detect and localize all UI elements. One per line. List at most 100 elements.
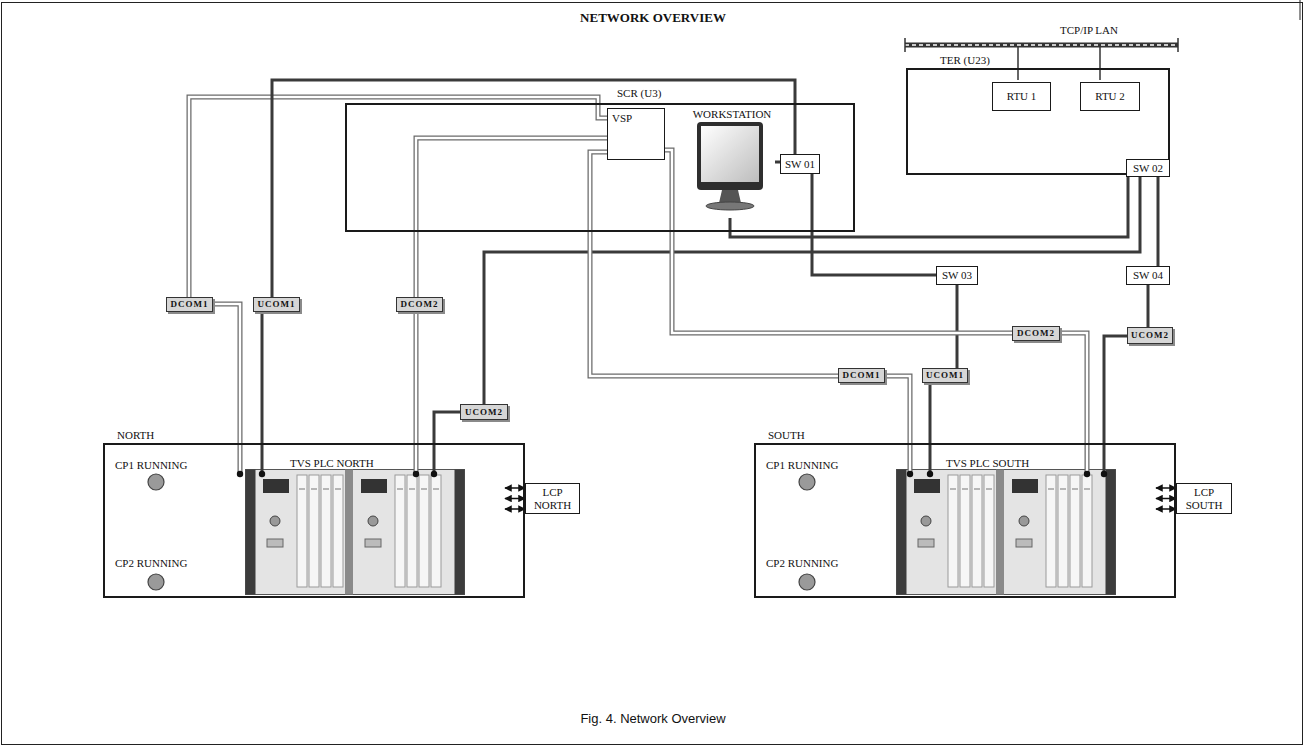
switch-box: SW 04 xyxy=(1126,266,1170,285)
network-link xyxy=(1104,336,1127,443)
network-link xyxy=(730,177,1128,237)
node-label: RTU 1 xyxy=(1007,90,1037,103)
network-link-line xyxy=(812,174,936,275)
node-label: SW 03 xyxy=(942,269,972,282)
room-box: SOUTHCP1 RUNNINGCP2 RUNNINGTVS PLC SOUTH xyxy=(754,443,1176,598)
network-link xyxy=(262,312,263,443)
com-module: DCOM2 xyxy=(1012,326,1060,341)
room-box: SCR (U3)VSPWORKSTATIONSW 01 xyxy=(345,103,855,232)
node-label: NORTH xyxy=(117,429,154,442)
panel-box: LCP NORTH xyxy=(525,483,580,514)
frame-tick xyxy=(1300,0,1301,20)
rtu-box: RTU 2 xyxy=(1080,82,1140,111)
node-label: DCOM1 xyxy=(843,370,881,381)
terminal-stub xyxy=(237,441,1107,477)
io-arrow xyxy=(1156,487,1176,489)
double-link-inner xyxy=(416,138,607,297)
switch-box: SW 01 xyxy=(780,154,820,174)
node-label: WORKSTATION xyxy=(689,108,775,121)
node-label: UCOM2 xyxy=(465,407,503,418)
node-text: CP1 RUNNING xyxy=(115,459,187,472)
double-link xyxy=(590,152,838,376)
com-module: DCOM1 xyxy=(838,368,885,383)
node-label: DCOM2 xyxy=(401,299,439,310)
plc-rack xyxy=(246,470,1116,595)
network-link xyxy=(812,174,936,275)
node-label: TER (U23) xyxy=(940,54,990,67)
network-link xyxy=(434,412,460,443)
rtu-box: RTU 1 xyxy=(992,82,1051,111)
double-link xyxy=(665,150,1012,333)
double-link-outer xyxy=(590,152,838,376)
network-link xyxy=(930,383,931,443)
io-arrow xyxy=(1156,508,1176,510)
io-arrow xyxy=(505,498,525,500)
com-module: UCOM1 xyxy=(922,368,968,383)
double-link-inner xyxy=(590,152,838,376)
node-label: SOUTH xyxy=(768,429,805,442)
network-link-line xyxy=(929,383,932,443)
node-label: SW 04 xyxy=(1133,269,1163,282)
network-link-line xyxy=(1157,177,1160,266)
diagram-title: NETWORK OVERVIEW xyxy=(0,10,1306,26)
switch-box: SW 03 xyxy=(936,266,978,285)
double-link-outer xyxy=(1060,333,1087,443)
network-link-line xyxy=(730,177,1128,237)
node-label: UCOM1 xyxy=(258,299,296,310)
double-link-outer xyxy=(213,304,240,443)
node-text: TVS PLC NORTH xyxy=(290,457,374,470)
network-link xyxy=(1158,177,1159,266)
double-link-inner xyxy=(1060,333,1087,443)
network-link-line xyxy=(261,312,264,443)
double-link-outer xyxy=(885,376,910,443)
io-arrows xyxy=(505,488,525,509)
double-link-inner xyxy=(665,150,1012,333)
room-box: NORTHCP1 RUNNINGCP2 RUNNINGTVS PLC NORTH xyxy=(103,443,525,598)
device-box: VSP xyxy=(607,108,665,160)
node-label: SW 01 xyxy=(785,158,815,171)
network-label: TCP/IP LAN xyxy=(1060,24,1118,37)
node-label: LCP SOUTH xyxy=(1177,486,1231,512)
node-text: CP1 RUNNING xyxy=(766,459,838,472)
double-link-inner xyxy=(213,304,240,443)
double-link xyxy=(416,138,607,297)
com-module: UCOM2 xyxy=(1127,327,1173,344)
com-module: UCOM1 xyxy=(253,297,300,312)
network-link xyxy=(957,285,958,368)
node-label: DCOM1 xyxy=(171,299,209,310)
double-link xyxy=(416,312,417,443)
double-link-outer xyxy=(414,312,419,443)
com-module: UCOM2 xyxy=(460,404,508,420)
network-link xyxy=(1148,285,1149,327)
network-link-line xyxy=(272,80,795,297)
com-module: DCOM1 xyxy=(166,297,213,312)
io-arrow xyxy=(505,487,525,489)
double-link-outer xyxy=(665,150,1012,333)
room-box: TER (U23)RTU 1RTU 2SW 02 xyxy=(906,68,1170,175)
com-module: DCOM2 xyxy=(396,297,443,312)
network-link xyxy=(272,80,795,297)
network-link-line xyxy=(1104,336,1127,443)
double-link xyxy=(213,304,240,443)
page-frame xyxy=(2,3,1303,745)
node-label: DCOM2 xyxy=(1017,328,1055,339)
io-arrows xyxy=(1156,488,1176,509)
double-link xyxy=(1060,333,1087,443)
node-label: UCOM1 xyxy=(926,370,964,381)
double-link xyxy=(189,97,607,297)
io-arrow xyxy=(1156,498,1176,500)
double-link-inner xyxy=(415,312,418,443)
panel-box: LCP SOUTH xyxy=(1176,483,1232,514)
lan-bus xyxy=(905,38,1178,80)
double-link-inner xyxy=(885,376,910,443)
node-label: VSP xyxy=(612,112,632,125)
node-label: LCP NORTH xyxy=(526,486,579,512)
double-link-outer xyxy=(189,97,607,297)
node-label: UCOM2 xyxy=(1131,330,1169,341)
network-link-line xyxy=(956,285,959,368)
network-link-line xyxy=(434,412,460,443)
double-link xyxy=(885,376,910,443)
double-link-inner xyxy=(189,97,607,297)
switch-box: SW 02 xyxy=(1126,159,1170,177)
